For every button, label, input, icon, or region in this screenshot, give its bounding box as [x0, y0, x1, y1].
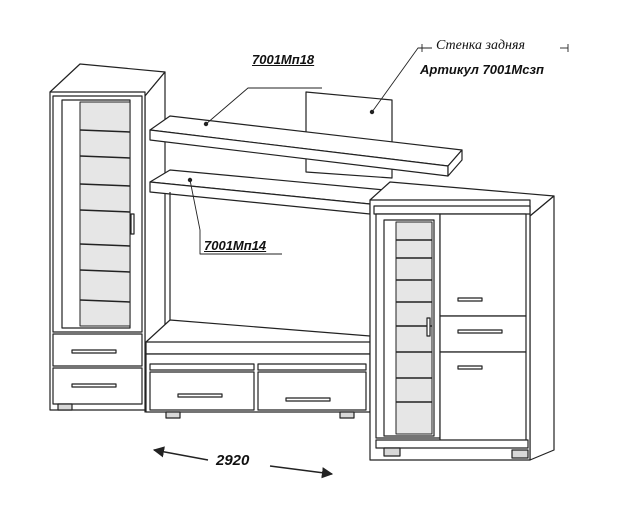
- lower-shelf-code: 7001Мп14: [204, 238, 267, 253]
- dimension-arrow-left: [152, 446, 209, 461]
- leader-dot-rear-wall: [369, 109, 375, 115]
- leader-lines: [189, 44, 569, 255]
- left-tall-cabinet: [49, 63, 166, 413]
- leader-dot-top-shelf: [203, 121, 209, 127]
- rear-wall-title: Стенка задняя: [436, 38, 526, 53]
- top-shelf: [149, 115, 463, 177]
- article-code: Артикул 7001Мсзп: [420, 62, 544, 77]
- top-shelf-code: 7001Мп18: [252, 52, 315, 67]
- dimension-arrow-right: [269, 465, 334, 479]
- leader-dot-lower-shelf: [187, 177, 193, 183]
- tv-base-unit: [145, 192, 371, 419]
- right-cabinet: [369, 181, 555, 461]
- lower-shelf: [149, 169, 386, 215]
- width-dimension: 2920: [216, 452, 250, 469]
